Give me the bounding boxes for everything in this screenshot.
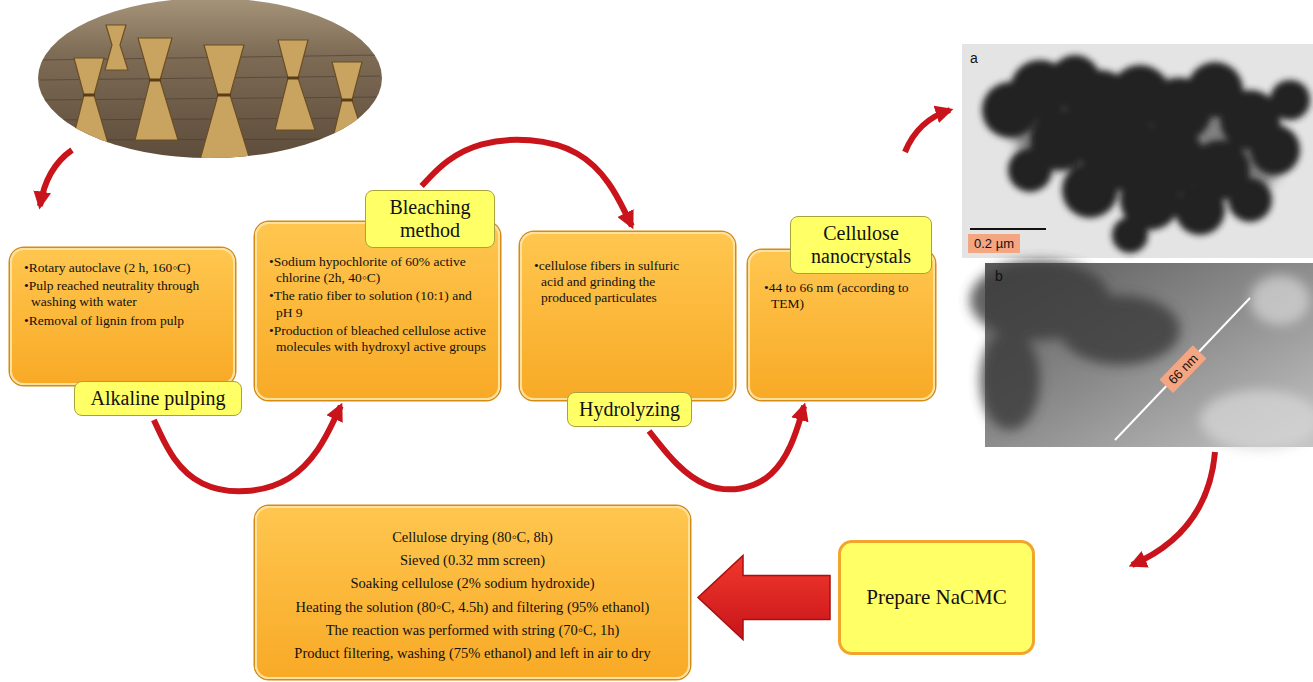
step-heading: Cellulose nanocrystals	[790, 216, 932, 274]
step-heading: Alkaline pulping	[74, 381, 242, 416]
tem-image-b	[970, 260, 1313, 450]
procedure-line: Product filtering, washing (75% ethanol)…	[269, 642, 676, 665]
bullet-text: •Sodium hypochlorite of 60% active chlor…	[269, 254, 488, 286]
scale-label: 0.2 µm	[968, 234, 1020, 253]
bullet-text: •Removal of lignin from pulp	[24, 313, 223, 329]
panel-letter: a	[970, 50, 978, 66]
bullet-text: •44 to 66 nm (according to TEM)	[764, 280, 923, 312]
process-box: Bleaching method•Sodium hypochlorite of …	[255, 222, 500, 400]
tem-image-a	[962, 44, 1313, 258]
result-box: Cellulose nanocrystals•44 to 66 nm (acco…	[748, 250, 935, 400]
procedure-line: Cellulose drying (80◦C, 8h)	[269, 526, 676, 549]
field-ground	[30, 0, 390, 165]
bullet-text: •Pulp reached neutrality through washing…	[24, 278, 223, 310]
process-box: •Rotary autoclave (2 h, 160◦C) •Pulp reac…	[10, 248, 235, 385]
procedure-line: The reaction was performed with string (…	[269, 619, 676, 642]
bullet-text: •Production of bleached cellulose active…	[269, 323, 488, 355]
straw-ties	[83, 78, 353, 100]
step-heading: Bleaching method	[365, 190, 495, 248]
flow-arrow	[1132, 452, 1215, 565]
step-box: Prepare NaCMC	[838, 540, 1035, 655]
bullet-text: •cellulose fibers in sulfuric acid and g…	[534, 258, 691, 307]
procedure-line: Heating the solution (80◦C, 4.5h) and fi…	[269, 596, 676, 619]
flow-arrow	[154, 406, 341, 491]
procedure-line: Soaking cellulose (2% sodium hydroxide)	[269, 572, 676, 595]
bullet-text: •Rotary autoclave (2 h, 160◦C)	[24, 260, 223, 276]
flow-arrow	[40, 150, 72, 206]
flow-arrow	[905, 110, 950, 152]
procedure-box: Cellulose drying (80◦C, 8h)Sieved (0.32 …	[255, 506, 690, 679]
procedure-line: Sieved (0.32 mm screen)	[269, 549, 676, 572]
measure-line	[1115, 298, 1250, 440]
dimension-label: 66 nm	[1159, 345, 1206, 393]
scale-bar	[970, 228, 1046, 230]
rice-straw-photo	[30, 0, 390, 165]
straw-bundles	[70, 25, 368, 160]
step-heading: Hydrolyzing	[567, 392, 692, 427]
block-arrow	[698, 556, 830, 640]
process-box: •cellulose fibers in sulfuric acid and g…	[520, 232, 735, 400]
step-title: Prepare NaCMC	[866, 585, 1007, 610]
panel-letter: b	[995, 268, 1003, 284]
bullet-text: •The ratio fiber to solution (10:1) and …	[269, 288, 488, 320]
